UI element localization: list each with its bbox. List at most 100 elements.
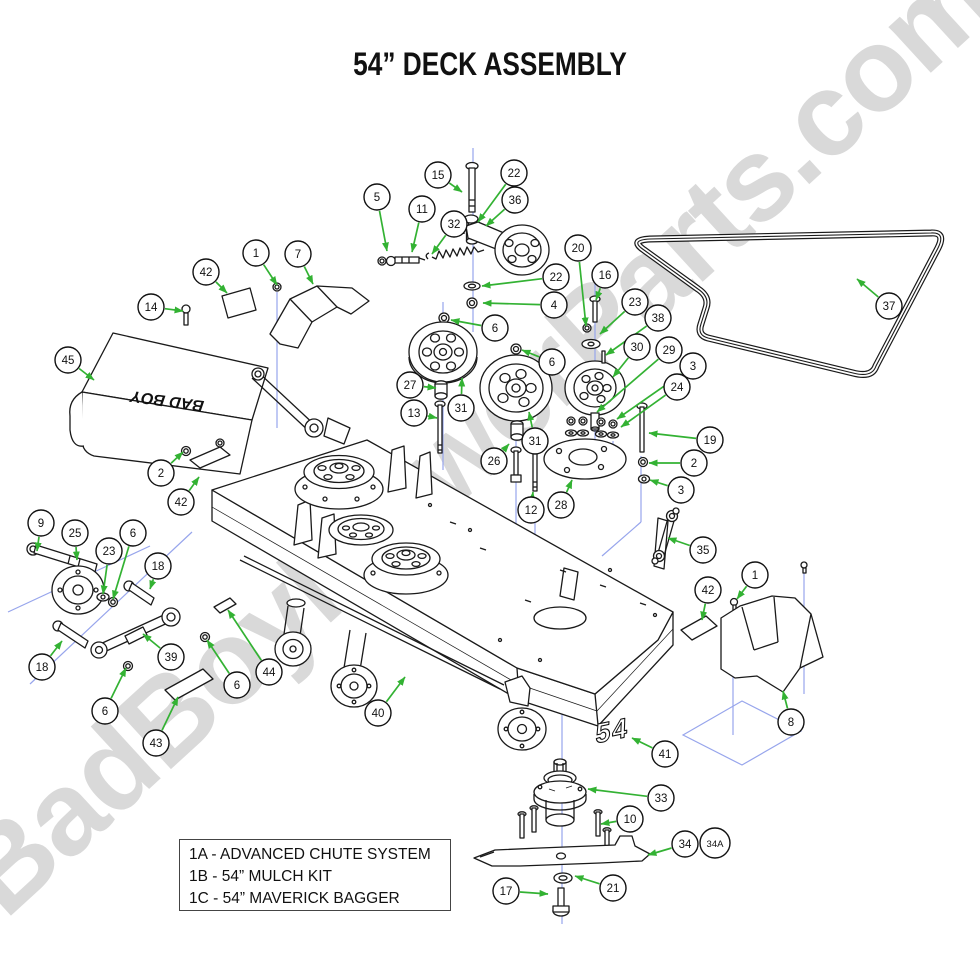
- svg-text:42: 42: [200, 267, 213, 279]
- leader-arrow-36: [485, 208, 506, 227]
- leader-arrow-43: [161, 696, 179, 731]
- part-balloon-10: 10: [616, 805, 644, 833]
- part-balloon-28: 28: [547, 491, 575, 519]
- leader-arrow-31: [527, 411, 535, 428]
- part-balloon-21: 21: [599, 874, 627, 902]
- part-balloon-16: 16: [591, 261, 619, 289]
- part-balloon-23: 23: [95, 537, 123, 565]
- svg-text:34: 34: [679, 839, 692, 851]
- svg-text:39: 39: [165, 652, 178, 664]
- part-balloon-5: 5: [363, 183, 391, 211]
- leader-arrow-40: [385, 676, 406, 703]
- part-balloon-17: 17: [492, 877, 520, 905]
- svg-text:20: 20: [572, 243, 585, 255]
- part-balloon-18: 18: [144, 552, 172, 580]
- deck-idler-pulley: [328, 514, 394, 546]
- leader-arrow-8: [781, 690, 789, 709]
- part-balloon-1: 1: [242, 239, 270, 267]
- part-balloon-42: 42: [167, 488, 195, 516]
- part-balloon-34: 34: [671, 830, 699, 858]
- part-balloon-6: 6: [223, 671, 251, 699]
- svg-text:15: 15: [432, 170, 445, 182]
- part-balloon-33: 33: [647, 784, 675, 812]
- part-balloon-38: 38: [644, 304, 672, 332]
- part-balloon-41: 41: [651, 740, 679, 768]
- part-balloon-6: 6: [91, 697, 119, 725]
- leader-arrow-23: [100, 564, 108, 595]
- svg-text:1: 1: [253, 248, 259, 260]
- leader-arrow-9: [34, 536, 42, 552]
- leader-arrow-3: [649, 479, 668, 487]
- svg-text:21: 21: [607, 883, 620, 895]
- part-balloon-6: 6: [481, 314, 509, 342]
- leader-arrows: [34, 182, 879, 897]
- leader-arrow-29: [596, 358, 659, 413]
- svg-text:3: 3: [690, 361, 696, 373]
- leader-arrow-39: [142, 633, 161, 649]
- leader-arrow-6: [110, 667, 127, 699]
- leader-arrow-5: [378, 210, 389, 252]
- part-balloon-22: 22: [500, 159, 528, 187]
- svg-text:8: 8: [788, 717, 794, 729]
- leader-arrow-44: [227, 609, 263, 661]
- svg-text:2: 2: [691, 458, 697, 470]
- svg-text:38: 38: [652, 313, 665, 325]
- leader-arrow-17: [519, 889, 549, 897]
- svg-text:19: 19: [704, 435, 717, 447]
- svg-text:3: 3: [678, 485, 684, 497]
- drive-belt: [634, 229, 945, 378]
- svg-text:6: 6: [492, 323, 498, 335]
- svg-text:42: 42: [702, 585, 715, 597]
- spindle-mounting-plate: [543, 438, 627, 480]
- svg-text:43: 43: [150, 738, 163, 750]
- part-balloon-39: 39: [157, 643, 185, 671]
- leader-arrow-22: [477, 183, 507, 223]
- part-balloon-32: 32: [440, 210, 468, 238]
- legend-item: 1C - 54” MAVERICK BAGGER: [189, 890, 400, 907]
- left-caster-parts: [26, 542, 237, 701]
- part-balloon-4: 4: [540, 291, 568, 319]
- part-balloon-42: 42: [694, 576, 722, 604]
- part-balloon-43: 43: [142, 729, 170, 757]
- front-right-caster: [497, 675, 547, 751]
- spindle-pulley-center: [479, 354, 553, 422]
- leader-arrow-28: [565, 479, 573, 493]
- svg-text:16: 16: [599, 270, 612, 282]
- part-balloon-6: 6: [538, 348, 566, 376]
- deck-spindle-pulley-left: [294, 454, 384, 510]
- svg-text:34A: 34A: [707, 839, 725, 850]
- svg-text:9: 9: [38, 518, 44, 530]
- svg-text:6: 6: [234, 680, 240, 692]
- leader-arrow-42: [700, 603, 708, 621]
- legend-item: 1A - ADVANCED CHUTE SYSTEM: [189, 846, 431, 863]
- svg-text:13: 13: [408, 408, 421, 420]
- part-balloon-45: 45: [54, 346, 82, 374]
- part-balloon-30: 30: [623, 333, 651, 361]
- leader-arrow-31: [458, 377, 466, 395]
- part-balloon-3: 3: [667, 476, 695, 504]
- svg-text:28: 28: [555, 500, 568, 512]
- leader-arrow-18: [149, 578, 157, 590]
- svg-text:11: 11: [416, 204, 428, 216]
- svg-text:7: 7: [295, 249, 301, 261]
- part-balloon-19: 19: [696, 426, 724, 454]
- svg-text:6: 6: [549, 357, 555, 369]
- leader-arrow-26: [500, 443, 510, 453]
- part-balloon-11: 11: [408, 195, 436, 223]
- leader-arrow-22: [481, 277, 543, 289]
- svg-text:22: 22: [508, 168, 521, 180]
- svg-text:1: 1: [752, 570, 758, 582]
- part-balloon-7: 7: [284, 240, 312, 268]
- part-balloon-40: 40: [364, 699, 392, 727]
- leader-arrow-30: [612, 357, 629, 378]
- svg-text:40: 40: [372, 708, 385, 720]
- leader-arrow-42: [188, 476, 200, 492]
- svg-text:24: 24: [671, 382, 684, 394]
- svg-text:37: 37: [883, 301, 896, 313]
- svg-text:31: 31: [529, 436, 542, 448]
- part-balloon-29: 29: [655, 336, 683, 364]
- anti-scalp-wheel: [51, 565, 105, 615]
